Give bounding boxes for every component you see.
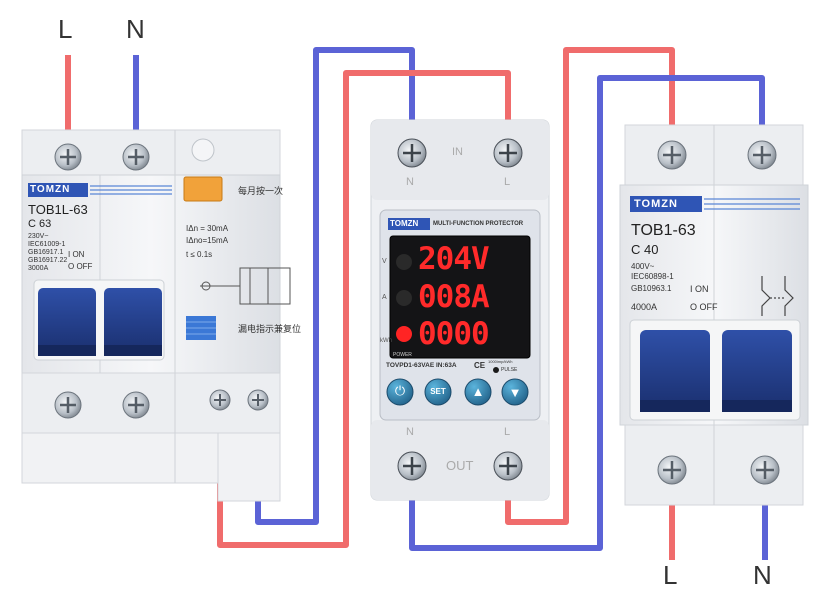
- neutral-wire-to-right-breaker: [409, 75, 765, 551]
- right-spec-1: IEC60898-1: [631, 272, 674, 281]
- live-wire-to-protector: [217, 70, 511, 548]
- idn-label: IΔn = 30mA: [186, 224, 229, 233]
- set-button[interactable]: [424, 378, 452, 406]
- idno-label: IΔno=15mA: [186, 236, 229, 245]
- protector-model-label: TOVPD1-63VAE IN:63A: [386, 362, 457, 369]
- top-left-neutral-label: N: [126, 14, 145, 44]
- right-breaker: [619, 124, 809, 506]
- right-spec-3: 4000A: [631, 302, 658, 312]
- mcb-schematic-icon: [761, 276, 794, 316]
- right-model-label: TOB1-63: [631, 222, 696, 239]
- power-button[interactable]: [386, 378, 414, 406]
- breaker-handle[interactable]: [722, 330, 792, 412]
- right-off-label: O OFF: [690, 302, 718, 312]
- energy-indicator-led: [396, 326, 412, 342]
- breaker-handle[interactable]: [640, 330, 710, 412]
- left-spec-4: 3000A: [28, 265, 49, 272]
- side-kwh-label: kWh: [380, 338, 392, 344]
- leak-reset-label: 漏电指示兼复位: [238, 324, 302, 334]
- top-left-live-label: L: [58, 14, 73, 44]
- right-spec-2: GB10963.1: [631, 284, 672, 293]
- right-on-label: I ON: [690, 284, 709, 294]
- out-label: OUT: [446, 458, 474, 473]
- protector-title: MULTI-FUNCTION PROTECTOR: [433, 221, 524, 227]
- bottom-right-live-label: L: [663, 560, 678, 590]
- live-wire-to-right-breaker: [505, 47, 675, 525]
- left-spec-2: GB16917.1: [28, 249, 64, 256]
- display-panel: [389, 235, 531, 359]
- test-button[interactable]: [183, 176, 223, 202]
- left-spec-1: IEC61009-1: [28, 241, 66, 248]
- out-l-mark: L: [504, 426, 511, 438]
- pulse-rate-label: 1000imp/kWh: [488, 359, 513, 364]
- trip-time-label: t ≤ 0.1s: [186, 250, 213, 259]
- right-rating-label: C 40: [631, 242, 659, 257]
- set-button-label: SET: [430, 387, 446, 396]
- protector-brand-logo: TOMZN: [390, 219, 419, 228]
- ce-mark: CE: [474, 361, 486, 370]
- up-button[interactable]: [464, 378, 492, 406]
- voltage-readout: 204V: [418, 241, 490, 277]
- out-n-mark: N: [406, 426, 414, 438]
- power-led-label: POWER: [393, 352, 412, 358]
- left-breaker: [21, 129, 291, 502]
- rcbo-schematic-icon: [200, 267, 291, 305]
- right-brand-logo: TOMZN: [634, 198, 678, 210]
- pulse-led: [493, 367, 499, 373]
- up-arrow-icon: ▲: [471, 384, 485, 399]
- bottom-right-neutral-label: N: [753, 560, 772, 590]
- current-readout: 008A: [418, 279, 490, 315]
- left-model-label: TOB1L-63: [28, 202, 88, 217]
- down-button[interactable]: [501, 378, 529, 406]
- monthly-test-label: 每月按一次: [238, 186, 284, 196]
- side-v-label: V: [382, 258, 387, 265]
- left-brand-logo: TOMZN: [30, 184, 71, 195]
- left-spec-3: GB16917.22: [28, 257, 68, 264]
- in-n-mark: N: [406, 176, 414, 188]
- in-label: IN: [452, 146, 463, 158]
- left-spec-0: 230V~: [28, 233, 49, 240]
- protector-device: [370, 119, 550, 501]
- side-a-label: A: [382, 294, 387, 301]
- down-arrow-icon: ▼: [508, 385, 522, 400]
- left-on-label: I ON: [68, 250, 85, 259]
- in-l-mark: L: [504, 176, 511, 188]
- energy-readout: 0000: [418, 316, 490, 352]
- pulse-label: PULSE: [501, 367, 518, 373]
- left-off-label: O OFF: [68, 262, 93, 271]
- power-button-icon: ⏻: [394, 383, 406, 398]
- breaker-handle[interactable]: [38, 288, 96, 356]
- breaker-handle[interactable]: [104, 288, 162, 356]
- right-spec-0: 400V~: [631, 262, 655, 271]
- left-rating-label: C 63: [28, 218, 52, 230]
